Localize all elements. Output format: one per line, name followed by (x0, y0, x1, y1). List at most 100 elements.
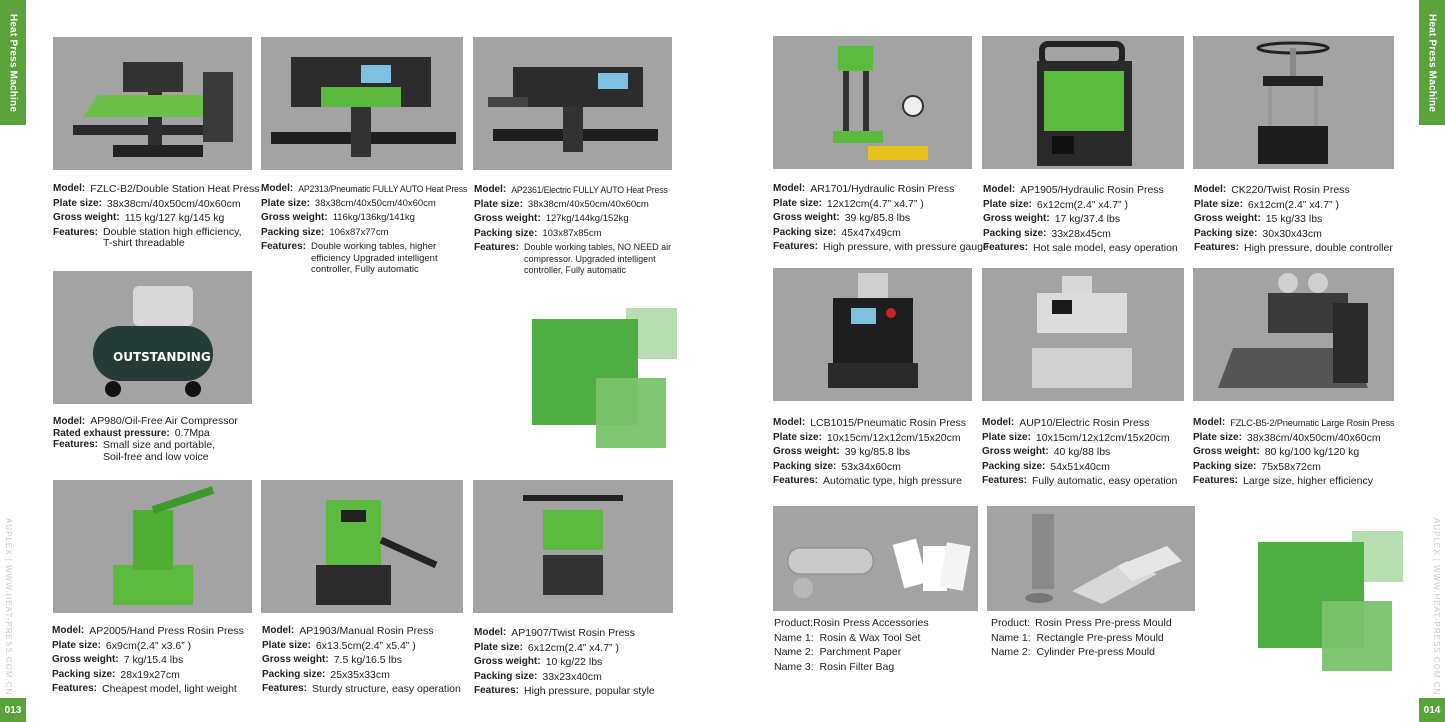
gross-label: Gross weight: (1193, 446, 1260, 458)
plate-value: 38x38cm/40x50cm/40x60cm (314, 197, 436, 209)
features-value: Fully automatic, easy operation (1032, 475, 1178, 488)
twist-rosin-press-double-illustration (1256, 41, 1330, 164)
gross-label: Gross weight: (262, 654, 329, 666)
accessories-photo (773, 506, 978, 611)
gross-label: Gross weight: (474, 656, 541, 668)
plate-value: 6x12cm(2.4” x4.7” ) (527, 641, 619, 654)
product-info-ap2361: Model: AP2361/Electric FULLY AUTO Heat Pr… (474, 183, 679, 277)
features-value: Sturdy structure, easy operation (312, 683, 461, 696)
packing-label: Packing size: (474, 670, 538, 682)
electric-heat-press-illustration (488, 67, 658, 152)
features-label: Features: (52, 683, 98, 695)
features-label: Features: (53, 439, 99, 450)
product-label: Product: (991, 617, 1031, 629)
packing-value: 30x30x43cm (1262, 227, 1322, 240)
right-side-url: AUPLEX | WWW.HEAT-PRESS.COM.CN (1432, 518, 1441, 696)
model-value: CK220/Twist Rosin Press (1231, 184, 1350, 196)
plate-label: Plate size: (982, 431, 1031, 443)
model-value: AP2361/Electric FULLY AUTO Heat Press (511, 185, 668, 195)
model-label: Model: (262, 625, 295, 636)
gross-value: 39 kg/85.8 lbs (844, 446, 911, 459)
accessory-name-3: Name 3: Rosin Filter Bag (774, 660, 895, 673)
plate-label: Plate size: (983, 198, 1032, 210)
accessory-name-2: Name 2: Parchment Paper (774, 646, 902, 659)
packing-value: 53x34x60cm (841, 460, 901, 473)
product-photo-ar1701 (773, 36, 972, 169)
plate-label: Plate size: (53, 197, 102, 209)
model-label: Model: (983, 184, 1016, 195)
gross-value: 80 kg/100 kg/120 kg (1264, 446, 1360, 459)
product-photo-lcb1015 (773, 268, 972, 401)
model-label: Model: (1193, 417, 1226, 428)
gross-label: Gross weight: (773, 446, 840, 458)
features-value: High pressure, popular style (524, 685, 655, 698)
packing-value: 54x51x40cm (1050, 460, 1110, 473)
plate-label: Plate size: (262, 639, 311, 651)
packing-value: 33x28x45cm (1051, 227, 1111, 240)
model-label: Model: (52, 625, 85, 636)
product-info-ar1701: Model: AR1701/Hydraulic Rosin Press Plate… (773, 182, 989, 255)
packing-label: Packing size: (1193, 460, 1257, 472)
plate-label: Plate size: (773, 197, 822, 209)
product-info-ap1905: Model: AP1905/Hydraulic Rosin Press Plate… (983, 183, 1188, 256)
hand-press-rosin-illustration (113, 486, 215, 605)
features-label: Features: (1194, 242, 1240, 254)
rated-pressure-label: Rated exhaust pressure: (53, 427, 170, 439)
double-station-heat-press-illustration (73, 62, 233, 157)
gross-value: 40 kg/88 lbs (1053, 446, 1111, 459)
features-value: Double working tables, NO NEED air compr… (524, 242, 672, 276)
features-label: Features: (262, 683, 308, 695)
product-photo-fzlc-b5-2 (1193, 268, 1394, 401)
product-info-lcb1015: Model:LCB1015/Pneumatic Rosin Press Plat… (773, 416, 978, 489)
features-label: Features: (773, 241, 819, 253)
plate-label: Plate size: (1193, 431, 1242, 443)
packing-value: 45x47x49cm (841, 226, 901, 239)
plate-value: 10x15cm/12x12cm/15x20cm (1035, 431, 1170, 444)
model-value: AR1701/Hydraulic Rosin Press (810, 183, 955, 195)
features-value: Large size, higher efficiency (1243, 475, 1373, 488)
model-value: AP1903/Manual Rosin Press (299, 625, 434, 637)
packing-value: 33x23x40cm (542, 670, 602, 683)
product-value: Rosin Press Accessories (813, 617, 929, 629)
model-label: Model: (474, 184, 507, 195)
plate-value: 6x12cm(2.4” x4.7” ) (1247, 198, 1339, 211)
packing-label: Packing size: (52, 668, 116, 680)
plate-label: Plate size: (474, 641, 523, 653)
product-info-aup10: Model: AUP10/Electric Rosin Press Plate s… (982, 416, 1187, 489)
accessories-info: Product:Rosin Press Accessories Name 1: … (774, 616, 979, 674)
product-photo-ap2005 (53, 480, 252, 613)
product-info-ap2005: Model:AP2005/Hand Press Rosin Press Plat… (52, 624, 257, 697)
packing-label: Packing size: (983, 227, 1047, 239)
gross-value: 116kg/136kg/141kg (332, 212, 415, 224)
product-photo-aup10 (982, 268, 1184, 401)
gross-label: Gross weight: (261, 212, 328, 224)
features-label: Features: (982, 475, 1028, 487)
model-value: AP1905/Hydraulic Rosin Press (1020, 184, 1164, 196)
packing-label: Packing size: (1194, 227, 1258, 239)
model-label: Model: (474, 627, 507, 638)
model-label: Model: (261, 183, 294, 194)
model-label: Model: (1194, 184, 1227, 195)
features-label: Features: (1193, 475, 1239, 487)
packing-label: Packing size: (474, 227, 538, 239)
features-value: Hot sale model, easy operation (1033, 242, 1178, 255)
gross-label: Gross weight: (982, 446, 1049, 458)
plate-value: 10x15cm/12x12cm/15x20cm (826, 431, 961, 444)
product-photo-ap1905 (982, 36, 1184, 169)
gross-label: Gross weight: (1194, 213, 1261, 225)
model-label: Model: (982, 417, 1015, 428)
model-value: AUP10/Electric Rosin Press (1019, 417, 1150, 429)
product-value: Rosin Press Pre-press Mould (1035, 617, 1172, 629)
large-rosin-press-illustration (1218, 273, 1368, 388)
rated-pressure-value: 0.7Mpa (174, 426, 210, 439)
plate-label: Plate size: (773, 431, 822, 443)
features-value: Double working tables, higher efficiency… (311, 241, 438, 276)
features-value: Small size and portable, Soil-free and l… (103, 439, 216, 463)
mould-photo (987, 506, 1195, 611)
product-photo-ap1903 (261, 480, 463, 613)
product-photo-ap2361 (473, 37, 672, 170)
twist-rosin-press-illustration (523, 495, 623, 595)
product-photo-fzlc-b2 (53, 37, 252, 170)
model-label: Model: (773, 183, 806, 194)
left-page-number: 013 (0, 698, 26, 722)
